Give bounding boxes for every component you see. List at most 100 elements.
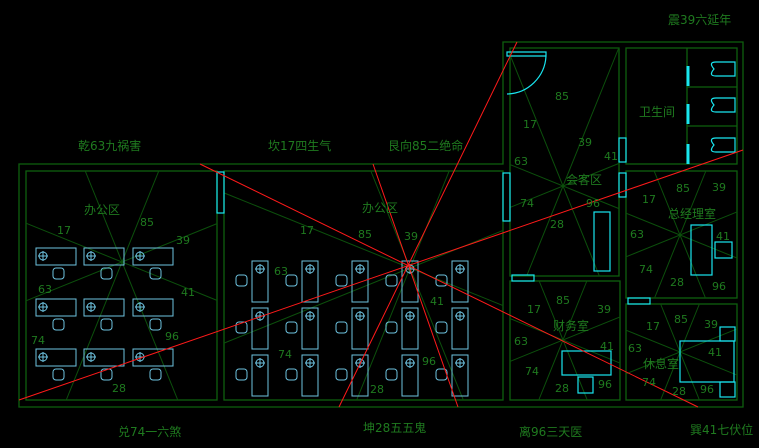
label-xun: 巽41七伏位 xyxy=(690,422,753,437)
sector-line xyxy=(84,170,179,401)
door-finance[interactable] xyxy=(511,274,535,282)
desk xyxy=(35,298,77,317)
axis-line xyxy=(338,41,518,408)
sector-number: 96 xyxy=(598,378,612,391)
chair xyxy=(335,321,348,334)
desk xyxy=(132,298,174,317)
sector-number: 74 xyxy=(525,365,539,378)
chair xyxy=(52,267,65,280)
chair xyxy=(235,321,248,334)
chair xyxy=(285,368,298,381)
chair xyxy=(385,274,398,287)
computer-icon xyxy=(455,264,465,274)
computer-icon xyxy=(135,302,145,312)
computer-icon xyxy=(405,311,415,321)
sector-number: 96 xyxy=(700,383,714,396)
nightstand-top xyxy=(719,326,736,342)
sector-number: 63 xyxy=(630,228,644,241)
sector-line xyxy=(509,162,620,208)
label-kun: 坤28五五鬼 xyxy=(363,420,426,435)
desk xyxy=(83,298,125,317)
direction-labels: 乾63九祸害 坎17四生气 艮向85二绝命 震39六延年 巽41七伏位 离96三… xyxy=(78,13,753,439)
computer-icon xyxy=(255,358,265,368)
computer-icon xyxy=(355,264,365,274)
sector-number: 74 xyxy=(642,376,656,389)
toilet-icon xyxy=(710,61,736,153)
label-dui: 兑74一六煞 xyxy=(118,425,181,439)
desk-gm xyxy=(690,224,713,276)
chair xyxy=(52,318,65,331)
sector-number: 41 xyxy=(430,295,444,308)
sector-number: 17 xyxy=(527,303,541,316)
sector-number: 74 xyxy=(520,197,534,210)
desk xyxy=(251,260,269,303)
computer-icon xyxy=(355,311,365,321)
sector-number: 63 xyxy=(274,265,288,278)
room-office-left xyxy=(25,170,218,401)
sector-line xyxy=(509,164,620,210)
furniture xyxy=(35,247,469,397)
sector-number: 63 xyxy=(628,342,642,355)
sector-number: 17 xyxy=(646,320,660,333)
desk xyxy=(251,307,269,350)
sector-number: 28 xyxy=(370,383,384,396)
room-rest xyxy=(625,303,738,401)
sector-number: 28 xyxy=(672,385,686,398)
door-rest[interactable] xyxy=(627,297,651,305)
sector-number: 74 xyxy=(278,348,292,361)
sector-line xyxy=(625,212,738,259)
desk xyxy=(251,354,269,397)
sector-line xyxy=(356,170,450,401)
sector-number: 96 xyxy=(586,197,600,210)
sector-number: 17 xyxy=(300,224,314,237)
desk-finance xyxy=(561,350,612,376)
sector-line xyxy=(625,328,738,375)
sector-number: 96 xyxy=(712,280,726,293)
sector-number: 41 xyxy=(181,286,195,299)
room-finance xyxy=(509,280,621,401)
window-left xyxy=(216,171,225,214)
desk xyxy=(351,260,369,303)
computer-icon xyxy=(86,352,96,362)
sector-number: 39 xyxy=(712,181,726,194)
chair xyxy=(149,267,162,280)
desk xyxy=(401,307,419,350)
sector-number: 39 xyxy=(597,303,611,316)
chair xyxy=(149,318,162,331)
computer-icon xyxy=(405,358,415,368)
entrance-door[interactable] xyxy=(506,51,547,95)
chair xyxy=(385,368,398,381)
sector-number: 85 xyxy=(358,228,372,241)
chair xyxy=(385,321,398,334)
sector-number: 41 xyxy=(716,230,730,243)
sector-line xyxy=(223,192,504,307)
sector-number: 28 xyxy=(670,276,684,289)
desk xyxy=(451,307,469,350)
sector-number: 41 xyxy=(708,346,722,359)
sector-line xyxy=(625,211,738,258)
sector-number: 39 xyxy=(404,230,418,243)
sector-number: 74 xyxy=(639,263,653,276)
desk xyxy=(351,354,369,397)
sector-number: 85 xyxy=(674,313,688,326)
fixtures xyxy=(216,51,736,398)
chair-finance xyxy=(577,376,594,394)
chair xyxy=(435,321,448,334)
desk xyxy=(132,348,174,367)
sector-number: 17 xyxy=(57,224,71,237)
computer-icon xyxy=(305,311,315,321)
sector-number: 28 xyxy=(550,218,564,231)
chair xyxy=(52,368,65,381)
door-reception-west[interactable] xyxy=(502,172,511,222)
door-restroom[interactable] xyxy=(618,137,627,163)
chair xyxy=(235,274,248,287)
sector-number: 74 xyxy=(31,334,45,347)
axis-line xyxy=(18,149,744,401)
chair xyxy=(335,274,348,287)
computer-icon xyxy=(305,358,315,368)
door-gm[interactable] xyxy=(618,172,627,198)
sector-number: 63 xyxy=(38,283,52,296)
computer-icon xyxy=(255,264,265,274)
sector-line xyxy=(509,316,621,362)
computer-icon xyxy=(455,311,465,321)
